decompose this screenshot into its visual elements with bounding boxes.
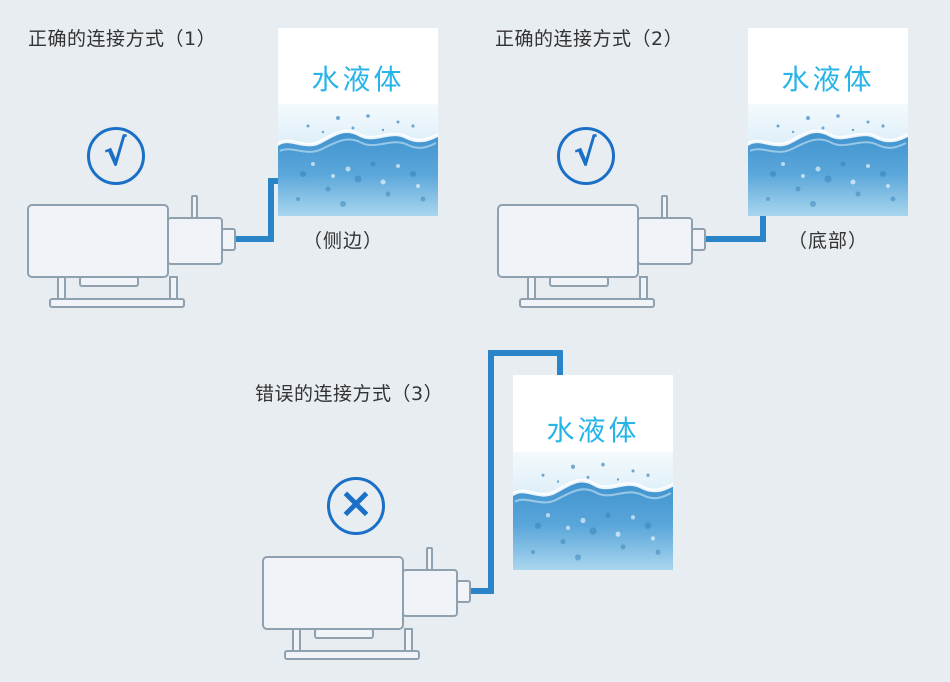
connection-label-side: （侧边）: [303, 230, 384, 252]
tube-segment: [488, 350, 494, 594]
tube-segment: [760, 214, 766, 242]
check-icon: √: [557, 127, 615, 185]
tube-segment: [557, 350, 563, 385]
tube-segment: [268, 178, 274, 242]
check-glyph: √: [102, 132, 130, 175]
pump-illustration-1: [27, 195, 236, 308]
cross-glyph: ×: [338, 478, 374, 527]
water-image: [278, 104, 438, 216]
pump-illustration-2: [497, 195, 706, 308]
cross-icon: ×: [327, 477, 385, 535]
water-tank-2: 水液体: [748, 28, 908, 216]
tank-label: 水液体: [546, 414, 640, 447]
tube-segment: [230, 236, 274, 242]
pump-illustration-3: [262, 547, 471, 660]
tube-segment: [268, 178, 282, 184]
connection-label-bottom: （底部）: [788, 230, 869, 252]
check-glyph: √: [572, 132, 600, 175]
diagram3-title: 错误的连接方式（3）: [255, 383, 444, 405]
diagram1-title: 正确的连接方式（1）: [28, 28, 217, 50]
diagram2-title: 正确的连接方式（2）: [495, 28, 684, 50]
water-tank-3: 水液体: [513, 375, 673, 570]
tube-segment: [466, 588, 494, 594]
check-icon: √: [87, 127, 145, 185]
tank-label: 水液体: [781, 63, 875, 96]
tube-segment: [700, 236, 766, 242]
water-image: [748, 104, 908, 216]
water-image: [513, 452, 673, 570]
tube-segment: [488, 350, 563, 356]
tank-label: 水液体: [311, 63, 405, 96]
water-tank-1: 水液体: [278, 28, 438, 216]
